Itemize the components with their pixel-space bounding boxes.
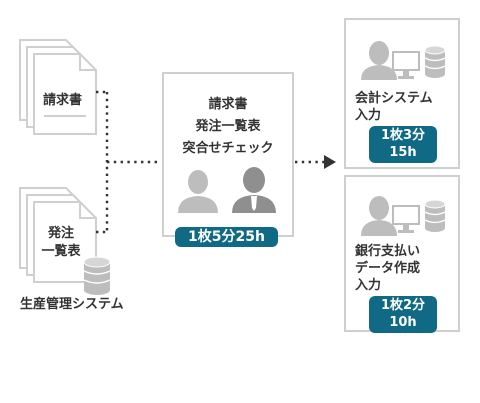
bank-entry-time-badge: 1枚2分 10h — [369, 296, 437, 333]
manual-check-text: 請求書 発注一覧表 突合せチェック — [163, 94, 293, 160]
badge-line: 1枚3分 — [380, 128, 426, 143]
accounting-entry-line: 入力 — [355, 108, 382, 123]
bank-entry-text: 銀行支払い データ作成 入力 — [355, 243, 420, 294]
database-icon — [424, 45, 446, 78]
source-system-label: 生産管理システム — [20, 297, 124, 312]
purchase-order-document-stack-icon — [19, 187, 97, 283]
person-icon-dark — [232, 167, 276, 213]
purchase-order-label: 発注 一覧表 — [40, 225, 82, 261]
person-icon — [178, 170, 218, 213]
purchase-order-label-line: 一覧表 — [41, 244, 81, 259]
bank-entry-line: データ作成 — [355, 261, 421, 276]
manual-check-time-badge: 1枚5分25h — [175, 227, 278, 247]
accounting-entry-line: 会計システム — [355, 91, 433, 106]
invoice-label: 請求書 — [43, 93, 83, 108]
computer-icon — [392, 51, 420, 79]
bank-entry-line: 入力 — [355, 278, 382, 293]
arrow-head-icon — [324, 155, 336, 169]
accounting-entry-time-badge: 1枚3分 15h — [369, 126, 437, 163]
invoice-document-stack-icon — [19, 39, 97, 135]
bank-entry-line: 銀行支払い — [355, 244, 421, 259]
database-icon — [424, 199, 446, 232]
manual-check-line: 突合せチェック — [182, 141, 274, 156]
manual-check-line: 発注一覧表 — [195, 119, 261, 134]
badge-line: 10h — [389, 315, 417, 330]
accounting-entry-text: 会計システム 入力 — [355, 90, 433, 124]
dotted-connectors — [96, 90, 324, 234]
manual-check-line: 請求書 — [208, 97, 248, 112]
person-icon — [361, 196, 397, 236]
database-icon — [83, 256, 111, 295]
badge-line: 1枚2分 — [380, 298, 426, 313]
computer-icon — [392, 205, 420, 233]
person-icon — [361, 41, 397, 80]
purchase-order-label-line: 発注 — [47, 226, 74, 241]
badge-line: 15h — [389, 145, 417, 160]
